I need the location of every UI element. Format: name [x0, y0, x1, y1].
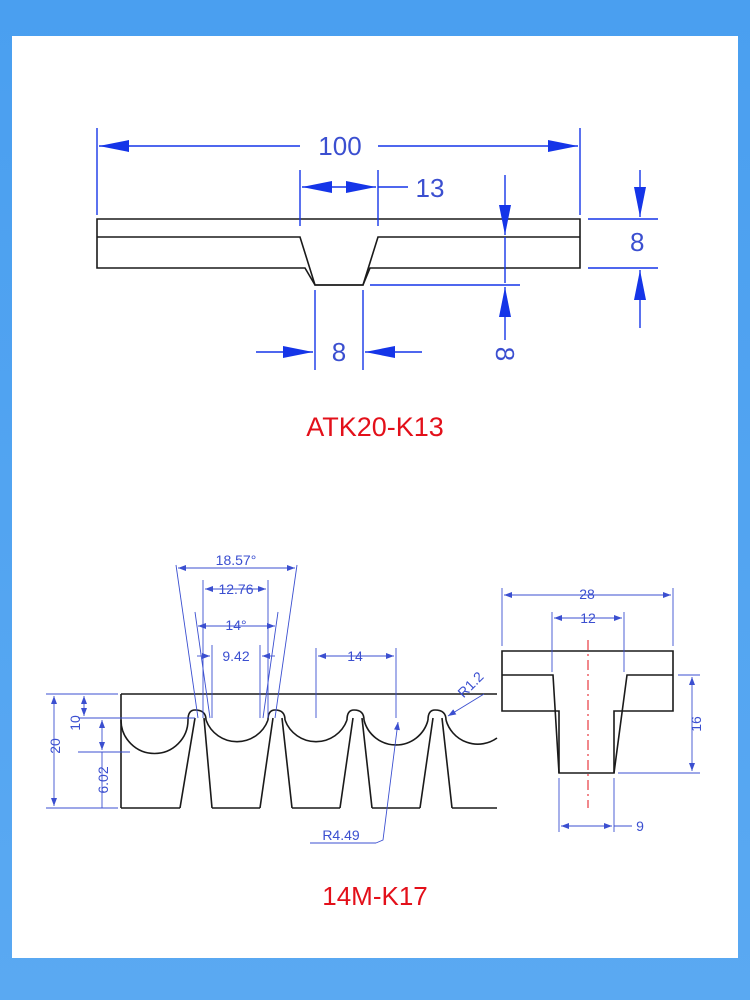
dim-pitch: 14	[347, 648, 363, 664]
m14-side-section	[501, 650, 674, 774]
dim-height-602: 6.02	[95, 766, 111, 793]
m14-side-dimension-lines	[501, 588, 700, 832]
m14-dimension-lines	[46, 564, 485, 844]
dim-radius-large: R4.49	[322, 827, 360, 843]
m14-dimension-labels: 18.57° 12.76 14° 9.42 14 R1.2 20 10 6.02…	[47, 552, 487, 843]
dim-width-1276: 12.76	[218, 581, 253, 597]
atk20-k13-caption: ATK20-K13	[306, 412, 444, 442]
dim-groove-bottom: 8	[332, 337, 346, 367]
dim-width-942: 9.42	[222, 648, 249, 664]
dim-angle-outer: 18.57°	[216, 552, 257, 568]
dim-side-total: 28	[579, 586, 595, 602]
m14-side-dimension-labels: 28 12 16 9	[579, 586, 704, 834]
dim-side-height: 16	[688, 716, 704, 732]
atk-profile	[96, 218, 581, 286]
dim-side-bottom: 9	[636, 818, 644, 834]
dim-side-top: 12	[580, 610, 596, 626]
dim-angle-inner: 14°	[225, 617, 246, 633]
dim-height-20: 20	[47, 738, 63, 754]
atk-dimension-lines	[96, 128, 658, 370]
dim-height-10: 10	[67, 715, 83, 731]
m14-profile	[120, 693, 498, 809]
dim-groove-top: 13	[416, 173, 445, 203]
dim-overall-width: 100	[318, 131, 361, 161]
dim-groove-depth: 8	[490, 347, 520, 361]
atk-dimension-labels: 100 13 8 8 8	[318, 131, 644, 367]
dim-belt-height: 8	[630, 227, 644, 257]
14m-k17-caption: 14M-K17	[322, 881, 428, 911]
